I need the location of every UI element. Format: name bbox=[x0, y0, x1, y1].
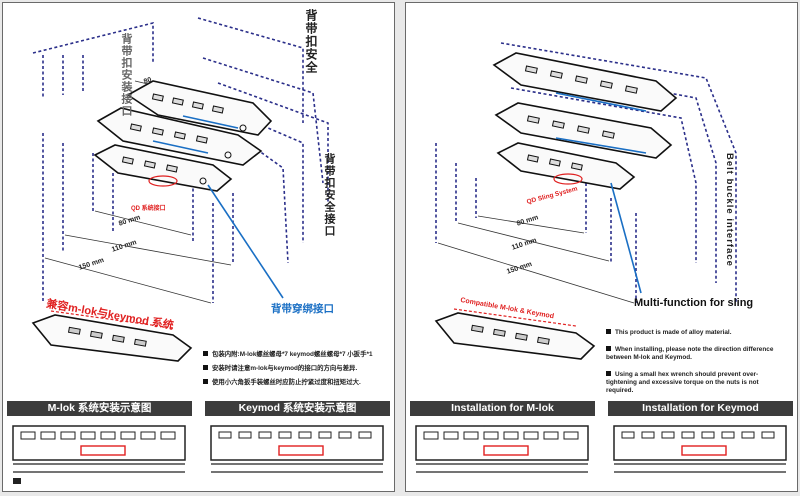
sling-interface-label: 背带穿绑接口 bbox=[271, 303, 334, 315]
note-3-text: Using a small hex wrench should prevent … bbox=[606, 371, 759, 394]
install-section-left: M-lok 系统安装示意图 Keymod 系统安装示意图 bbox=[7, 401, 392, 489]
vertical-label-side: 背带扣安全接口 bbox=[323, 153, 335, 237]
keymod-install-box: Installation for Keymod bbox=[608, 401, 793, 487]
install-section-right: Installation for M-lok Installation for … bbox=[410, 401, 795, 489]
keymod-handguard-diagram bbox=[210, 425, 384, 473]
keymod-install-title: Keymod 系统安装示意图 bbox=[205, 401, 390, 416]
qd-label: QD 系统接口 bbox=[131, 206, 166, 212]
vertical-label-top: 背带扣安全 bbox=[304, 9, 318, 74]
note-3: 使用小六角扳手装螺丝时应防止拧紧过度和扭矩过大. bbox=[203, 379, 361, 387]
mlok-install-title: Installation for M-lok bbox=[410, 401, 595, 416]
mlok-install-box: M-lok 系统安装示意图 bbox=[7, 401, 192, 487]
belt-buckle-label: Belt buckle interface bbox=[724, 153, 735, 267]
note-2-text: When installing, please note the directi… bbox=[606, 346, 774, 361]
mlok-install-title: M-lok 系统安装示意图 bbox=[7, 401, 192, 416]
note-1-text: This product is made of alloy material. bbox=[615, 329, 732, 336]
note-2: 安装时请注意m-lok与keymod的接口的方向与差异. bbox=[203, 365, 357, 373]
note-3-text: 使用小六角扳手装螺丝时应防止拧紧过度和扭矩过大. bbox=[212, 379, 361, 386]
mlok-handguard-diagram bbox=[12, 425, 186, 484]
keymod-handguard-diagram bbox=[613, 425, 787, 473]
left-panel-chinese: 背带扣安全 背带扣安装接口 背带扣安全接口 80 80 mm 110 mm 15… bbox=[2, 2, 395, 492]
mlok-install-box: Installation for M-lok bbox=[410, 401, 595, 487]
note-1-text: 包装内附:M-lok螺丝螺母*7 keymod螺丝螺母*7 小扳手*1 bbox=[212, 351, 373, 358]
note-1: This product is made of alloy material. bbox=[606, 329, 731, 337]
sling-title: Multi-function for sling bbox=[634, 297, 754, 309]
note-3: Using a small hex wrench should prevent … bbox=[606, 371, 784, 395]
vertical-label-faded: 背带扣安装接口 bbox=[120, 33, 132, 117]
rail-diagram-right bbox=[434, 42, 737, 360]
right-panel-english: Belt buckle interface 80 mm 110 mm 150 m… bbox=[405, 2, 798, 492]
keymod-install-title: Installation for Keymod bbox=[608, 401, 793, 416]
note-2-text: 安装时请注意m-lok与keymod的接口的方向与差异. bbox=[212, 365, 358, 372]
keymod-install-box: Keymod 系统安装示意图 bbox=[205, 401, 390, 487]
note-2: When installing, please note the directi… bbox=[606, 346, 784, 362]
mlok-handguard-diagram bbox=[415, 425, 589, 473]
rail-diagram-left bbox=[31, 17, 329, 362]
note-1: 包装内附:M-lok螺丝螺母*7 keymod螺丝螺母*7 小扳手*1 bbox=[203, 351, 373, 359]
